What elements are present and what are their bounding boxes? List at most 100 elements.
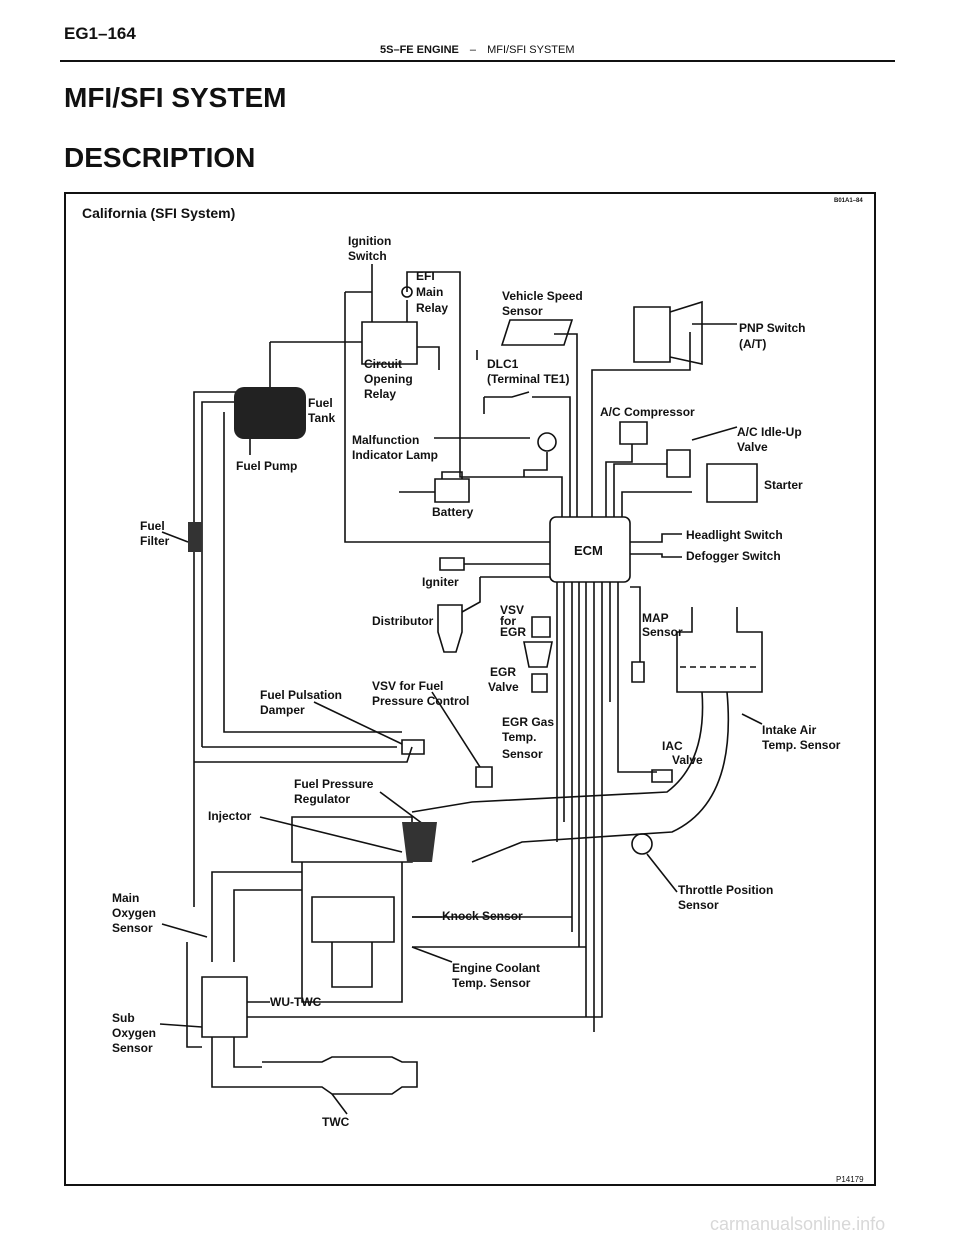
- label-main-oxygen-sensor: Main Oxygen Sensor: [112, 891, 156, 935]
- svg-text:Opening: Opening: [364, 372, 413, 386]
- label-fuel-filter: Fuel Filter: [140, 519, 170, 548]
- label-fuel-pressure-regulator: Fuel Pressure Regulator: [294, 777, 374, 806]
- svg-text:Main: Main: [112, 891, 139, 905]
- idle-up-leader: [691, 426, 738, 441]
- svg-text:Circuit: Circuit: [364, 357, 402, 371]
- label-distributor: Distributor: [372, 614, 434, 628]
- sub-o2-leader: [159, 1023, 203, 1028]
- ecm-box: [549, 516, 631, 583]
- wire-mil: [523, 452, 548, 477]
- regulator-leader: [379, 791, 428, 828]
- wire-defogger: [630, 553, 682, 558]
- figure-id: P14179: [836, 1175, 864, 1184]
- wire-idle: [613, 463, 667, 517]
- svg-text:IAC: IAC: [662, 739, 683, 753]
- svg-text:Sensor: Sensor: [112, 921, 153, 935]
- watermark: carmanualsonline.info: [710, 1214, 886, 1234]
- svg-text:Temp.: Temp.: [502, 730, 536, 744]
- tps-leader: [646, 853, 678, 893]
- page-code: EG1–164: [64, 24, 136, 43]
- air-cleaner: [676, 607, 763, 693]
- svg-text:Oxygen: Oxygen: [112, 1026, 156, 1040]
- conrod: [331, 942, 373, 988]
- injector-leader: [259, 816, 403, 853]
- label-wu-twc: WU-TWC: [270, 995, 322, 1009]
- svg-text:Switch: Switch: [348, 249, 387, 263]
- label-defogger-switch: Defogger Switch: [686, 549, 781, 563]
- svg-text:Relay: Relay: [416, 301, 448, 315]
- idle-up-box: [666, 449, 691, 478]
- filter-leader: [161, 531, 189, 543]
- dlc-wires: [483, 391, 571, 517]
- svg-text:Sensor: Sensor: [502, 304, 543, 318]
- label-fuel-pulsation-damper: Fuel Pulsation Damper: [260, 688, 342, 717]
- svg-text:Fuel: Fuel: [308, 396, 333, 410]
- throttle-body: [631, 833, 653, 855]
- label-twc: TWC: [322, 1115, 350, 1129]
- sensor-wires: [412, 916, 586, 948]
- svg-text:Ignition: Ignition: [348, 234, 391, 248]
- wire-ign-ecm: [344, 292, 550, 543]
- damper-body: [401, 739, 425, 755]
- damper-leader: [313, 701, 403, 745]
- svg-text:Valve: Valve: [672, 753, 703, 767]
- iac-box: [651, 769, 673, 783]
- fuel-filter: [188, 522, 202, 552]
- svg-text:Oxygen: Oxygen: [112, 906, 156, 920]
- page-title: MFI/SFI SYSTEM: [64, 82, 287, 113]
- o2-wire: [186, 942, 202, 1048]
- header-engine: 5S–FE ENGINE: [380, 44, 459, 56]
- svg-text:Intake Air: Intake Air: [762, 723, 817, 737]
- label-throttle-position-sensor: Throttle Position Sensor: [678, 883, 773, 912]
- svg-text:A/C Idle-Up: A/C Idle-Up: [737, 425, 802, 439]
- label-injector: Injector: [208, 809, 252, 823]
- svg-text:Damper: Damper: [260, 703, 305, 717]
- label-vehicle-speed-sensor: Vehicle Speed Sensor: [502, 289, 583, 318]
- label-starter: Starter: [764, 478, 803, 492]
- battery-terminals: [441, 471, 463, 479]
- section-title: DESCRIPTION: [64, 142, 256, 173]
- wire-headlight: [630, 533, 682, 543]
- svg-text:for: for: [500, 614, 516, 628]
- label-iac-valve: IAC Valve: [662, 739, 703, 767]
- mil-lamp: [537, 432, 557, 452]
- battery-box: [434, 478, 470, 503]
- distributor-body: [437, 604, 463, 653]
- map-sensor-box: [631, 661, 645, 683]
- running-header: 5S–FE ENGINE – MFI/SFI SYSTEM: [380, 44, 575, 56]
- intake-duct-bottom: [471, 691, 730, 863]
- twc-body: [262, 1056, 418, 1095]
- exhaust-outer: [211, 871, 302, 962]
- fuel-rail: [402, 822, 437, 862]
- efi-relay-symbol: [401, 286, 413, 298]
- svg-text:Temp. Sensor: Temp. Sensor: [452, 976, 531, 990]
- label-battery: Battery: [432, 505, 474, 519]
- svg-text:EGR: EGR: [490, 665, 516, 679]
- svg-text:Main: Main: [416, 285, 443, 299]
- igniter-box: [439, 557, 465, 571]
- label-sub-oxygen-sensor: Sub Oxygen Sensor: [112, 1011, 156, 1055]
- label-pnp-switch: PNP Switch (A/T): [739, 321, 805, 351]
- fuel-line-outer: [193, 391, 267, 907]
- svg-text:Fuel Pulsation: Fuel Pulsation: [260, 688, 342, 702]
- svg-text:Sub: Sub: [112, 1011, 135, 1025]
- header-separator: –: [469, 44, 477, 56]
- svg-text:(Terminal TE1): (Terminal TE1): [487, 372, 569, 386]
- label-egr-gas-temp-sensor: EGR Gas Temp. Sensor: [502, 715, 554, 761]
- svg-text:Malfunction: Malfunction: [352, 433, 419, 447]
- svg-text:EFI: EFI: [416, 269, 435, 283]
- wu-twc-body: [201, 976, 248, 1038]
- svg-text:EGR Gas: EGR Gas: [502, 715, 554, 729]
- pnp-body2: [669, 300, 703, 365]
- svg-text:Vehicle Speed: Vehicle Speed: [502, 289, 583, 303]
- label-dlc1: DLC1 (Terminal TE1): [487, 357, 569, 386]
- intake-duct-top: [411, 691, 704, 813]
- diagram-heading: California (SFI System): [82, 205, 235, 221]
- wire-starter: [621, 491, 692, 517]
- piston: [311, 896, 395, 943]
- circuit-relay-box: [361, 321, 418, 365]
- header-section: MFI/SFI SYSTEM: [487, 44, 575, 56]
- svg-text:EGR: EGR: [500, 625, 526, 639]
- fuel-line-inner: [201, 401, 234, 747]
- vsv-fp-leader: [431, 691, 481, 768]
